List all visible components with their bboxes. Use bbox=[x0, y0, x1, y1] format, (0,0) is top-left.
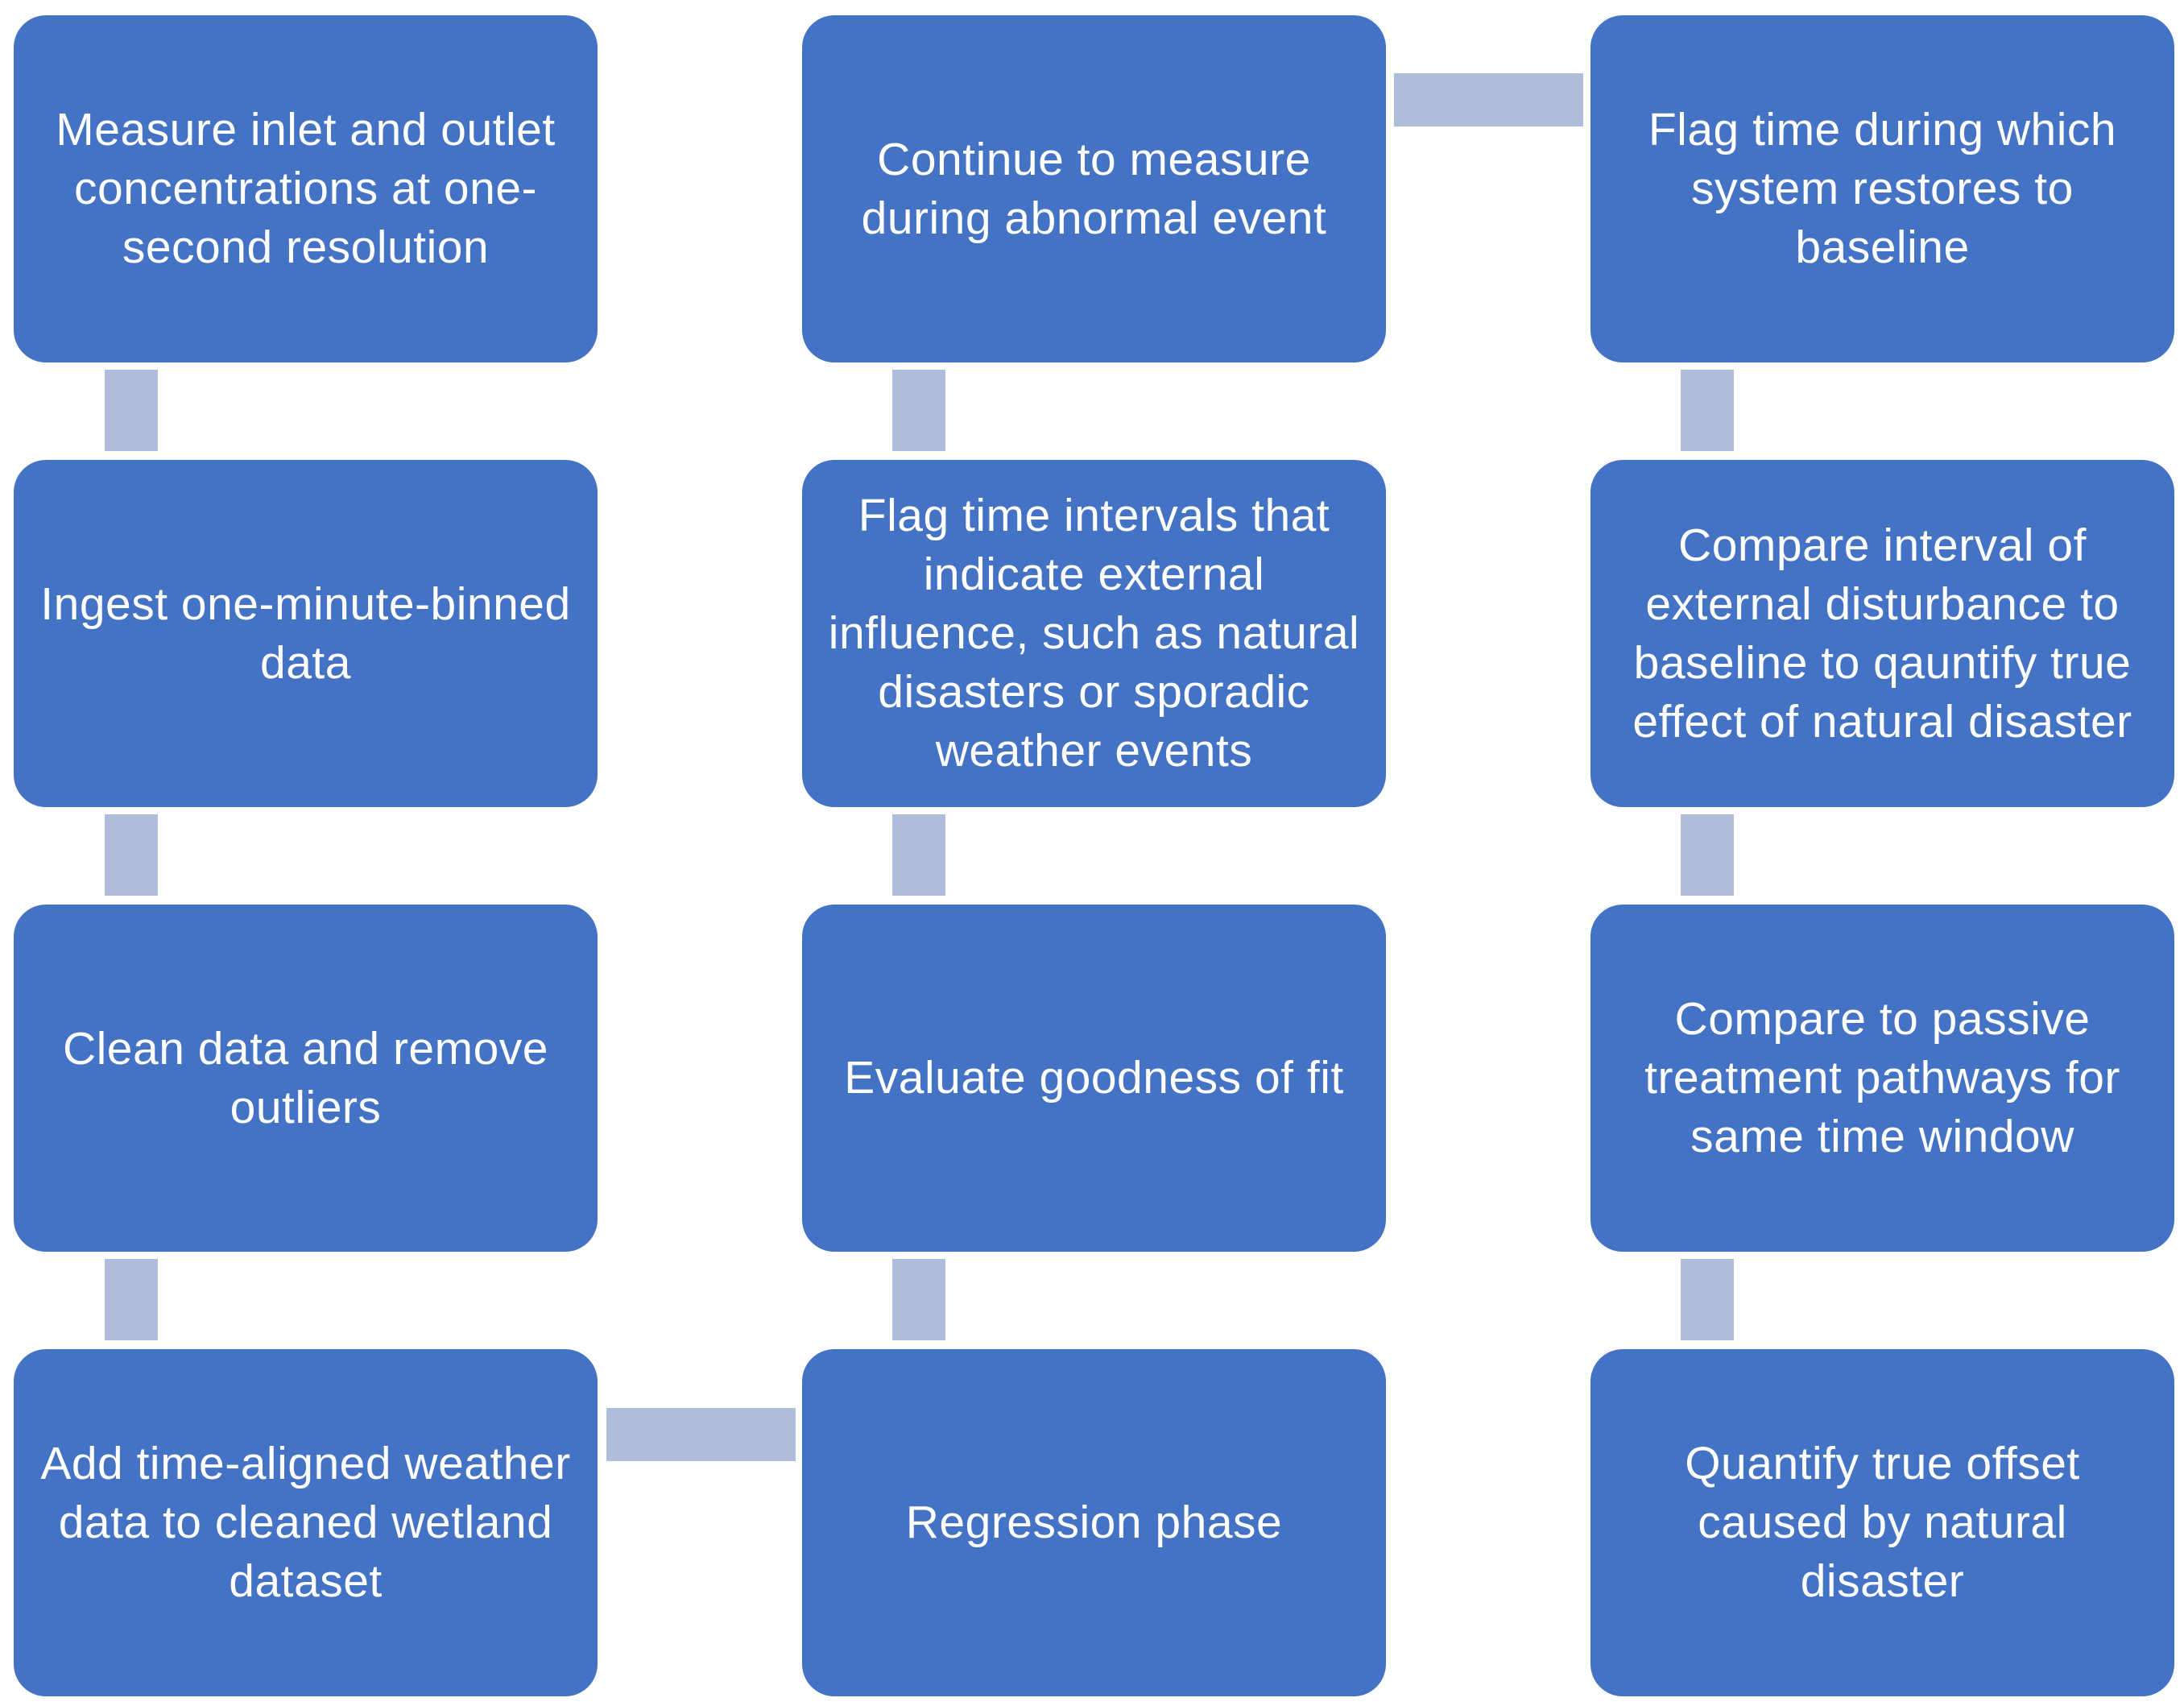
connector-flag-continue bbox=[892, 370, 945, 451]
step-text: Flag time during which system restores t… bbox=[1648, 104, 2117, 273]
connector-compare-passive bbox=[1681, 814, 1734, 896]
step-evaluate-fit: Evaluate goodness of fit bbox=[802, 905, 1386, 1252]
step-text: Add time-aligned weather data to cleaned… bbox=[40, 1438, 571, 1607]
step-text: Ingest one-minute-binned data bbox=[40, 578, 571, 689]
step-clean-data: Clean data and remove outliers bbox=[14, 905, 598, 1252]
step-text: Evaluate goodness of fit bbox=[844, 1052, 1344, 1104]
step-text: Quantify true offset caused by natural d… bbox=[1685, 1438, 2080, 1607]
step-text: Compare interval of external disturbance… bbox=[1632, 519, 2132, 747]
connector-ingest-clean bbox=[105, 814, 158, 896]
step-measure-concentrations: Measure inlet and outlet concentrations … bbox=[14, 15, 598, 362]
step-text: Regression phase bbox=[905, 1497, 1283, 1548]
connector-passive-quantify bbox=[1681, 1259, 1734, 1340]
step-flag-external-influence: Flag time intervals that indicate extern… bbox=[802, 460, 1386, 807]
connector-restore-compare bbox=[1681, 370, 1734, 451]
step-regression-phase: Regression phase bbox=[802, 1349, 1386, 1696]
step-text: Clean data and remove outliers bbox=[62, 1022, 549, 1133]
step-text: Compare to passive treatment pathways fo… bbox=[1644, 993, 2120, 1162]
connector-measure-ingest bbox=[105, 370, 158, 451]
connector-clean-weather bbox=[105, 1259, 158, 1340]
step-ingest-data: Ingest one-minute-binned data bbox=[14, 460, 598, 807]
connector-goodness-flag bbox=[892, 814, 945, 896]
connector-weather-regression bbox=[606, 1408, 796, 1461]
connector-regression-goodness bbox=[892, 1259, 945, 1340]
step-text: Flag time intervals that indicate extern… bbox=[828, 490, 1360, 776]
step-continue-measure: Continue to measure during abnormal even… bbox=[802, 15, 1386, 362]
step-quantify-offset: Quantify true offset caused by natural d… bbox=[1590, 1349, 2174, 1696]
step-text: Measure inlet and outlet concentrations … bbox=[56, 104, 556, 273]
step-text: Continue to measure during abnormal even… bbox=[861, 133, 1327, 244]
step-flag-restore-baseline: Flag time during which system restores t… bbox=[1590, 15, 2174, 362]
step-compare-passive: Compare to passive treatment pathways fo… bbox=[1590, 905, 2174, 1252]
step-compare-interval: Compare interval of external disturbance… bbox=[1590, 460, 2174, 807]
connector-continue-restore bbox=[1394, 73, 1583, 126]
step-add-weather-data: Add time-aligned weather data to cleaned… bbox=[14, 1349, 598, 1696]
